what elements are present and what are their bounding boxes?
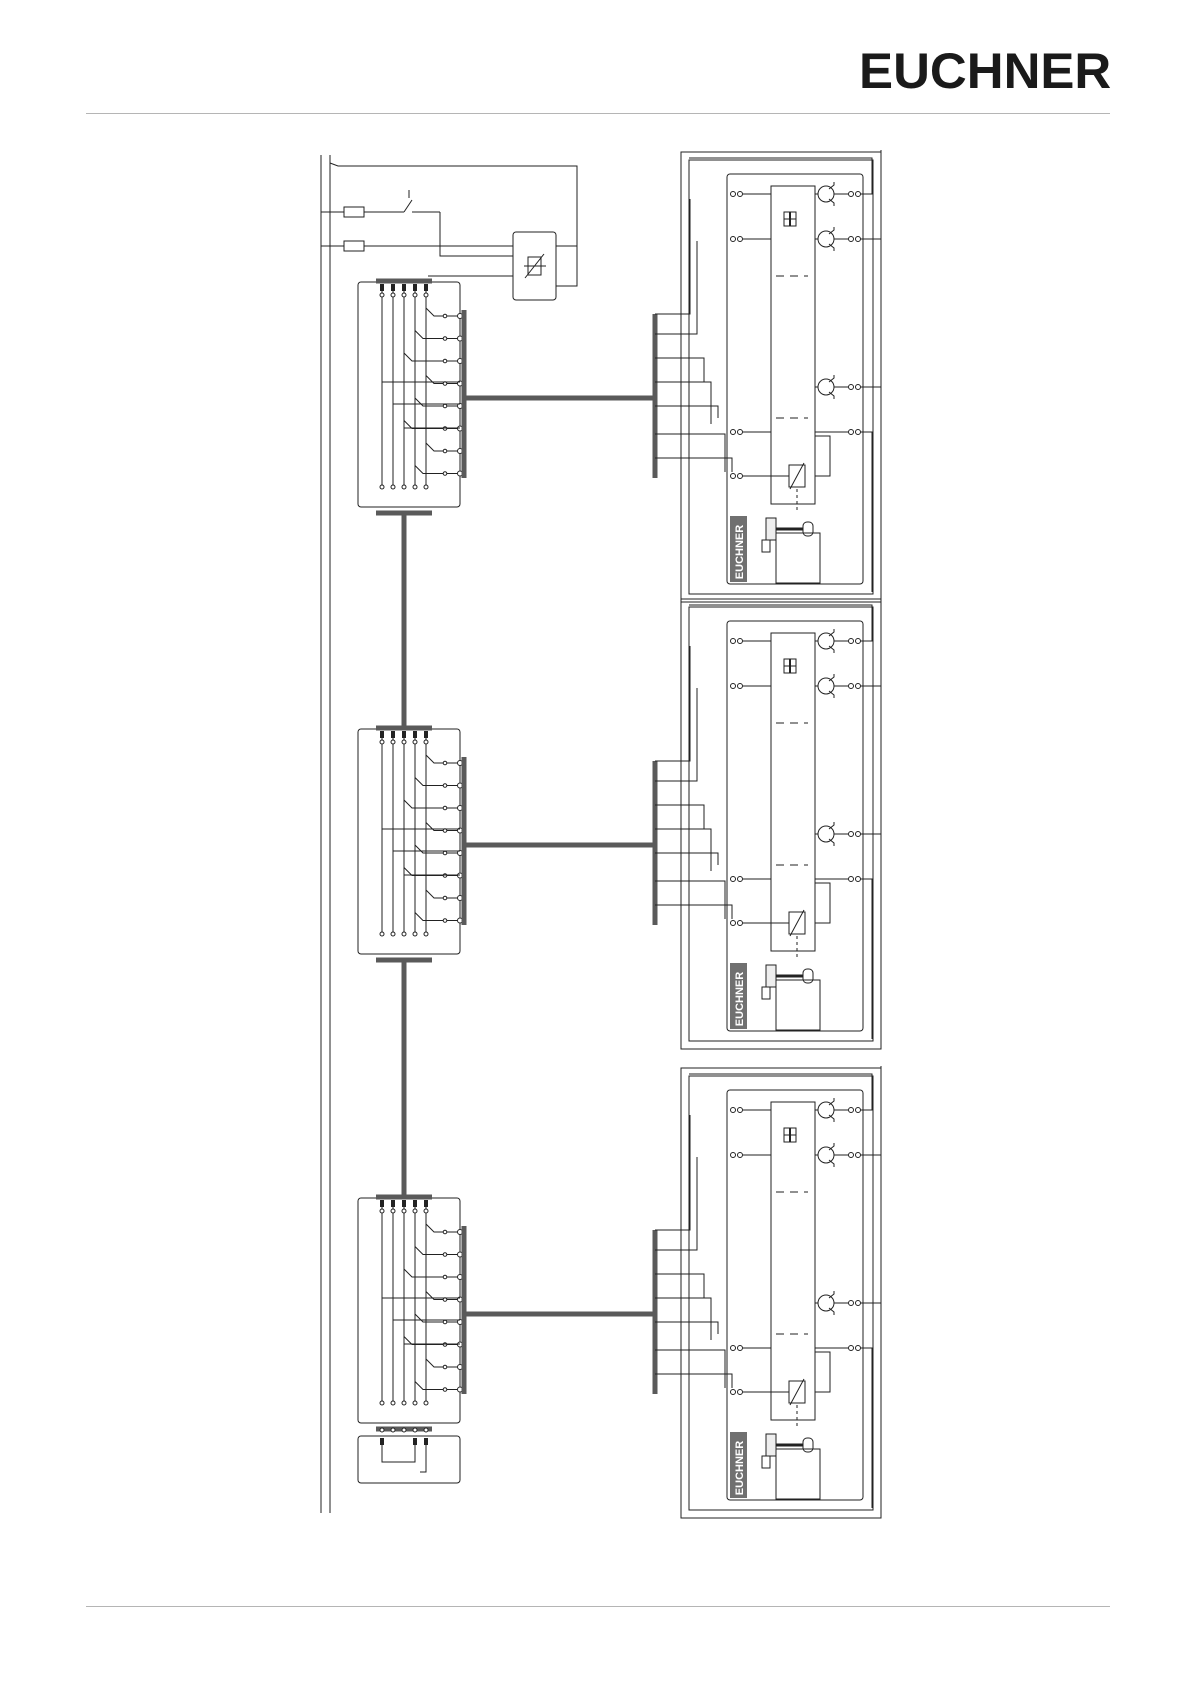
section-2 <box>358 597 881 1049</box>
section-1 <box>358 150 881 602</box>
device-label-2: EUCHNER <box>734 972 746 1026</box>
device-label-1: EUCHNER <box>734 525 746 579</box>
device-label-3: EUCHNER <box>734 1441 746 1495</box>
section-3 <box>358 1066 881 1518</box>
safety-switch-enclosure <box>681 599 881 1049</box>
safety-switch-enclosure <box>681 152 881 602</box>
safety-switch-enclosure <box>681 1068 881 1518</box>
